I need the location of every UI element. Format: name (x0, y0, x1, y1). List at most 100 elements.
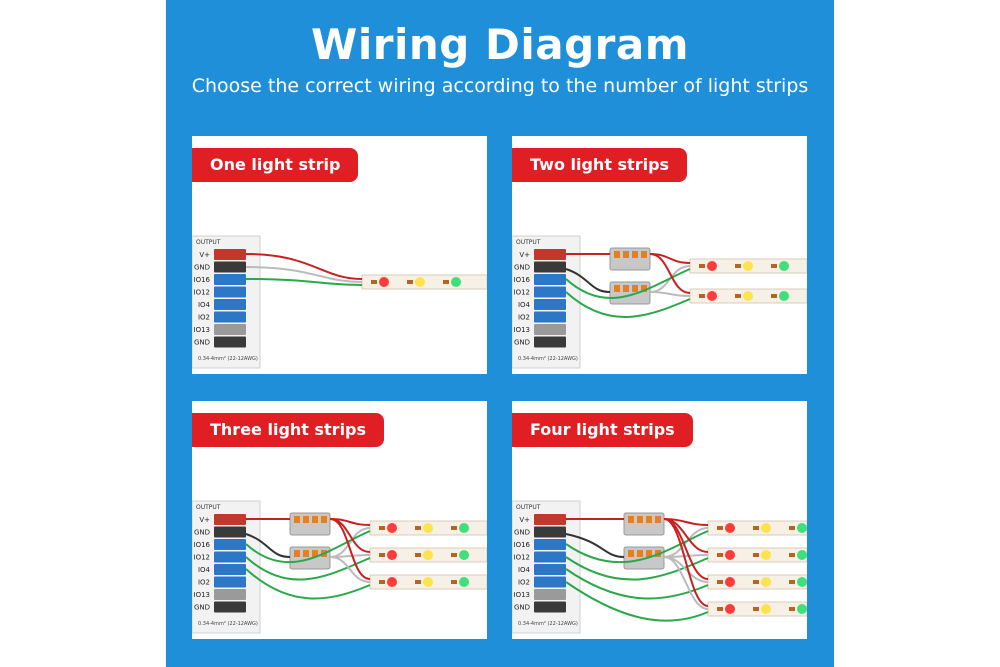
poster-background: Wiring Diagram Choose the correct wiring… (166, 0, 834, 667)
wago-connector (623, 512, 665, 536)
connector-lever (628, 516, 634, 523)
wago-connector (609, 247, 651, 271)
pin-label: IO2 (518, 314, 530, 322)
wire-spec-label: 0.34-4mm² (22-12AWG) (518, 356, 578, 362)
led-strip (361, 274, 487, 290)
led (387, 577, 397, 587)
resistor (379, 580, 385, 584)
connector-lever (632, 251, 638, 258)
wire (649, 253, 691, 294)
wire (245, 266, 363, 283)
wire (329, 518, 371, 580)
terminal-slot (534, 601, 566, 613)
pin-label: IO4 (198, 566, 211, 574)
connector-lever (623, 251, 629, 258)
terminal-slot (214, 336, 246, 348)
resistor (717, 607, 723, 611)
pin-label: GND (514, 339, 530, 347)
pin-label: IO13 (194, 591, 210, 599)
resistor (451, 553, 457, 557)
wire (245, 533, 291, 558)
pin-label: V+ (519, 251, 530, 259)
resistor (451, 580, 457, 584)
connector-lever (628, 550, 634, 557)
connector-lever (632, 285, 638, 292)
pin-label: IO13 (194, 326, 210, 334)
panel-label: Four light strips (512, 413, 693, 447)
pin-label: IO16 (514, 276, 531, 284)
led-strip (707, 547, 807, 563)
wire-spec-label: 0.34-4mm² (22-12AWG) (198, 356, 258, 362)
led (725, 550, 735, 560)
wago-connector (609, 281, 651, 305)
wire (245, 253, 363, 280)
connector-lever (614, 251, 620, 258)
led (743, 291, 753, 301)
terminal-slot (534, 526, 566, 538)
terminal-slot (534, 576, 566, 588)
led-strip (369, 520, 487, 536)
led-strip (689, 288, 807, 304)
resistor (753, 580, 759, 584)
wiring-diagram-four-strips: OUTPUTV+GNDIO16IO12IO4IO2IO13GND0.34-4mm… (512, 500, 807, 634)
connector-lever (312, 516, 318, 523)
output-label: OUTPUT (516, 504, 541, 511)
led (423, 577, 433, 587)
terminal-slot (534, 324, 566, 335)
resistor (771, 294, 777, 298)
terminal-slot (214, 526, 246, 538)
page-title: Wiring Diagram (311, 20, 689, 69)
wire (565, 530, 709, 564)
resistor (789, 580, 795, 584)
pin-label: IO16 (194, 276, 211, 284)
pin-label: IO12 (514, 554, 530, 562)
wago-connector (289, 512, 331, 536)
led (725, 577, 735, 587)
led-strip (707, 601, 807, 617)
led (779, 261, 789, 271)
resistor (379, 526, 385, 530)
pin-label: IO12 (514, 289, 530, 297)
resistor (443, 280, 449, 284)
pin-label: V+ (199, 516, 210, 524)
connector-lever (646, 516, 652, 523)
controller-terminal-block: OUTPUTV+GNDIO16IO12IO4IO2IO13GND0.34-4mm… (192, 500, 261, 634)
panel-label: Three light strips (192, 413, 385, 447)
led (743, 261, 753, 271)
controller-terminal-block: OUTPUTV+GNDIO16IO12IO4IO2IO13GND0.34-4mm… (192, 235, 261, 369)
led-strip (707, 574, 807, 590)
resistor (717, 526, 723, 530)
resistor (379, 553, 385, 557)
terminal-slot (534, 564, 566, 575)
resistor (699, 264, 705, 268)
output-label: OUTPUT (196, 504, 221, 511)
led (797, 523, 807, 533)
terminal-slot (534, 336, 566, 348)
page-subtitle: Choose the correct wiring according to t… (191, 75, 809, 97)
pin-label: GND (194, 264, 210, 272)
pin-label: GND (514, 264, 530, 272)
wire (565, 533, 625, 558)
terminal-slot (534, 589, 566, 600)
resistor (789, 526, 795, 530)
wire (565, 581, 709, 622)
wire (649, 291, 691, 297)
led-strip (369, 574, 487, 590)
pin-label: IO13 (514, 591, 530, 599)
terminal-slot (214, 576, 246, 588)
terminal-slot (534, 551, 566, 563)
terminal-slot (214, 261, 246, 273)
led (725, 523, 735, 533)
pin-label: IO16 (194, 541, 211, 549)
led (459, 523, 469, 533)
led (707, 261, 717, 271)
led (797, 604, 807, 614)
led (761, 550, 771, 560)
pin-label: IO13 (514, 326, 530, 334)
led (761, 577, 771, 587)
resistor (407, 280, 413, 284)
terminal-slot (534, 261, 566, 273)
output-label: OUTPUT (516, 239, 541, 246)
